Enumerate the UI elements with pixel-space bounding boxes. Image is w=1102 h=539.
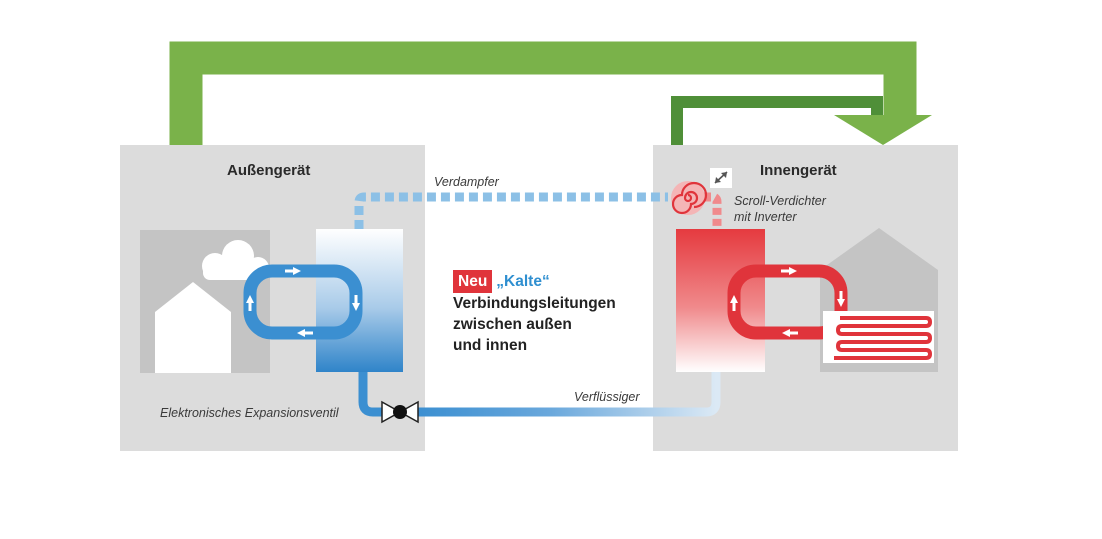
arrow-down-icon bbox=[352, 303, 360, 311]
indoor-unit-title: Innengerät bbox=[760, 162, 837, 179]
cold-highlight: „Kalte“ bbox=[496, 273, 550, 290]
energy-flow-arrow bbox=[169, 41, 932, 145]
note-line-3: und innen bbox=[453, 337, 528, 354]
connection-lines-note: Neu„Kalte“ Verbindungsleitungen zwischen… bbox=[453, 270, 616, 356]
liquid-pipe-left bbox=[358, 372, 383, 417]
arrow-left-icon bbox=[782, 329, 790, 337]
arrow-left-icon bbox=[297, 329, 305, 337]
evaporator-pipe bbox=[354, 192, 668, 229]
outdoor-unit-title: Außengerät bbox=[227, 162, 311, 179]
condenser-tank bbox=[676, 229, 765, 372]
valve-icon bbox=[381, 400, 419, 424]
note-line-1: Verbindungsleitungen bbox=[453, 295, 616, 312]
arrow-up-icon bbox=[246, 295, 254, 303]
expansion-valve-label: Elektronisches Expansionsventil bbox=[160, 406, 339, 420]
arrow-up-icon bbox=[730, 295, 738, 303]
scroll-compressor-icon bbox=[671, 181, 708, 215]
expand-diagonal-icon bbox=[710, 168, 732, 188]
arrow-down-icon bbox=[837, 299, 845, 307]
compressor-label-line2: mit Inverter bbox=[734, 210, 797, 224]
underfloor-heating-coil bbox=[823, 311, 934, 363]
evaporator-label: Verdampfer bbox=[434, 175, 499, 189]
arrow-right-icon bbox=[293, 267, 301, 275]
house-icon bbox=[155, 282, 231, 373]
condenser-pipe bbox=[416, 372, 721, 417]
arrow-right-icon bbox=[789, 267, 797, 275]
note-line-2: zwischen außen bbox=[453, 316, 572, 333]
compressor-label-line1: Scroll-Verdichter bbox=[734, 194, 826, 208]
compressor-pipe bbox=[704, 192, 722, 229]
new-badge: Neu bbox=[453, 270, 493, 293]
condenser-label: Verflüssiger bbox=[574, 390, 640, 404]
